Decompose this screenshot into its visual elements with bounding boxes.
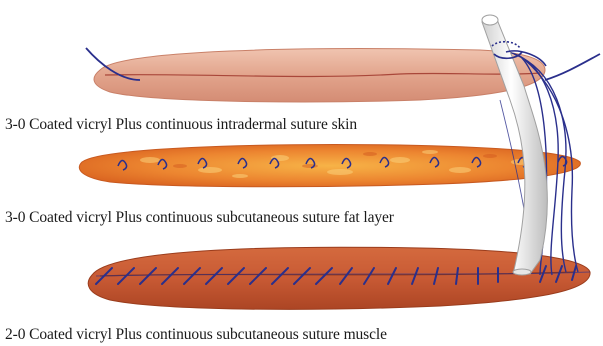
muscle-layer-caption: 2-0 Coated vicryl Plus continuous subcut… xyxy=(5,326,387,344)
muscle-layer xyxy=(88,247,590,309)
skin-layer-caption: 3-0 Coated vicryl Plus continuous intrad… xyxy=(5,116,357,134)
fat-layer-caption: 3-0 Coated vicryl Plus continuous subcut… xyxy=(5,209,394,227)
fat-layer xyxy=(79,145,580,187)
skin-suture-right-tail xyxy=(545,54,600,80)
